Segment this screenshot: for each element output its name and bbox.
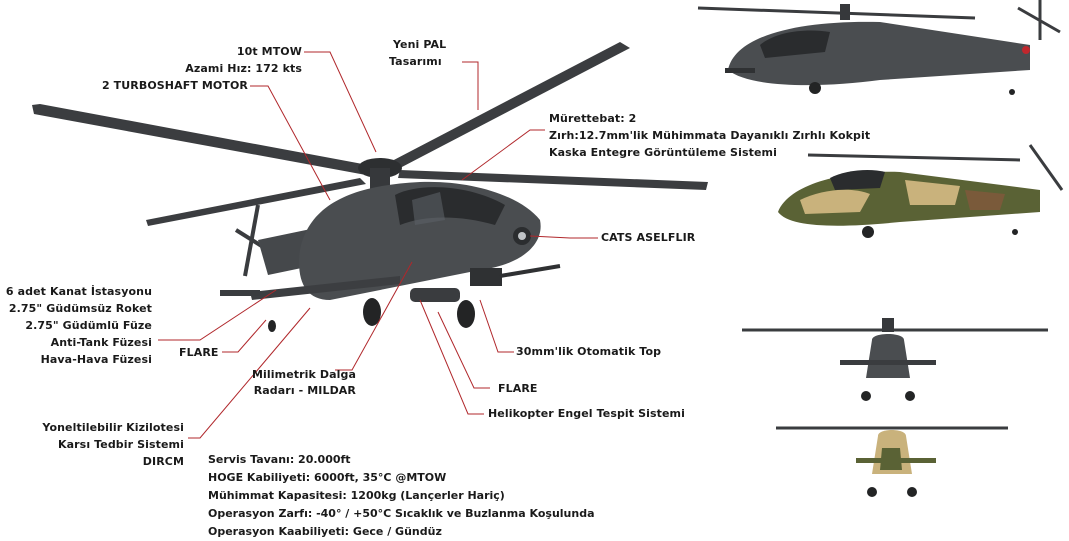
- main-wheel-left: [363, 298, 381, 326]
- rotor-blade-left: [32, 104, 368, 175]
- canopy-side-camo: [830, 170, 885, 190]
- wings-front-camo: [856, 458, 936, 463]
- leader-armor: [461, 129, 545, 181]
- label-wing-stations: 6 adet Kanat İstasyonu: [5, 285, 152, 298]
- leader-dircm: [188, 307, 311, 439]
- leader-engine: [250, 85, 331, 201]
- spec-list: Servis Tavanı: 20.000ft HOGE Kabiliyeti:…: [208, 451, 595, 541]
- camo-patch-brown: [965, 190, 1005, 210]
- mast-side-grey: [840, 4, 850, 20]
- label-radar-1: Milimetrik Dalga: [252, 368, 356, 381]
- spec-item: Operasyon Zarfı: -40° / +50°C Sıcaklık v…: [208, 507, 595, 520]
- gun-barrel: [499, 264, 561, 278]
- tail-wheel: [268, 320, 276, 332]
- label-dircm-2: Karsı Tedbir Sistemi: [58, 438, 184, 451]
- front-view-camo: [776, 426, 1008, 497]
- label-dircm-1: Yoneltilebilir Kizilotesi: [42, 421, 184, 434]
- wheel-side-camo: [862, 226, 874, 238]
- wingtip-launcher: [220, 290, 260, 296]
- label-antitank: Anti-Tank Füzesi: [50, 336, 152, 349]
- front-view-grey: [742, 318, 1048, 401]
- rotor-blade-top-right: [390, 42, 630, 168]
- leader-cats: [529, 235, 598, 239]
- wheel-front-camo-r: [907, 487, 917, 497]
- wings-front-grey: [840, 360, 936, 365]
- label-crew: Mürettebat: 2: [549, 112, 637, 125]
- leader-mtow: [304, 51, 377, 153]
- label-engine: 2 TURBOSHAFT MOTOR: [101, 79, 248, 92]
- rotor-side-grey: [697, 6, 976, 20]
- camo-patch-tan-2: [905, 180, 960, 205]
- main-wheel-right: [457, 300, 475, 328]
- label-blade-2: Tasarımı: [389, 55, 442, 68]
- rotor-blade-right: [398, 170, 708, 190]
- spec-item: Operasyon Kaabiliyeti: Gece / Gündüz: [208, 525, 442, 538]
- stub-wing: [250, 276, 400, 300]
- leader-flare-left: [222, 319, 267, 353]
- flir-lens: [518, 232, 526, 240]
- label-airtoair: Hava-Hava Füzesi: [40, 353, 152, 366]
- rotor-blade-lower-left: [146, 178, 366, 226]
- flag-emblem: [1022, 46, 1030, 54]
- wheel-front-camo-l: [867, 487, 877, 497]
- label-cats: CATS ASELFLIR: [601, 231, 696, 244]
- label-gun: 30mm'lik Otomatik Top: [516, 345, 662, 358]
- leader-wing: [158, 289, 277, 341]
- label-missile: 2.75" Güdümlü Füze: [25, 319, 152, 332]
- label-dircm-3: DIRCM: [142, 455, 184, 468]
- canopy-glass: [412, 192, 445, 225]
- gun-side-grey: [725, 68, 755, 73]
- leader-lines: [158, 51, 598, 439]
- wheel-front-grey-r: [905, 391, 915, 401]
- canopy-side-grey: [760, 30, 830, 58]
- label-radar-2: Radarı - MILDAR: [253, 384, 356, 397]
- leader-flare-bottom: [437, 311, 490, 389]
- side-view-grey: [697, 0, 1061, 95]
- spec-item: Mühimmat Kapasitesi: 1200kg (Lançerler H…: [208, 489, 505, 502]
- gun-turret: [470, 268, 502, 286]
- weapon-pod: [410, 288, 460, 302]
- camo-patch-tan: [800, 189, 870, 214]
- label-obstacle: Helikopter Engel Tespit Sistemi: [488, 407, 685, 420]
- tail-rotor-side-camo: [1028, 144, 1064, 191]
- tailwheel-side-camo: [1012, 229, 1018, 235]
- label-flare-left: FLARE: [179, 346, 219, 359]
- rotor-side-camo: [807, 153, 1021, 162]
- tailwheel-side-grey: [1009, 89, 1015, 95]
- leader-radar: [335, 261, 413, 371]
- leader-gun: [479, 299, 514, 353]
- label-armor: Zırh:12.7mm'lik Mühimmata Dayanıklı Zırh…: [549, 129, 871, 142]
- label-blade: Yeni PAL: [393, 38, 447, 51]
- label-mtow: 10t MTOW: [236, 45, 302, 58]
- label-rocket: 2.75" Güdümsüz Roket: [8, 302, 152, 315]
- wheel-front-grey-l: [861, 391, 871, 401]
- leader-blade: [462, 61, 479, 110]
- fuselage-front-grey: [866, 334, 910, 378]
- label-helmet: Kaska Entegre Görüntüleme Sistemi: [549, 146, 777, 159]
- spec-item: Servis Tavanı: 20.000ft: [208, 453, 351, 466]
- label-max-speed: Azami Hız: 172 kts: [185, 62, 302, 75]
- main-helicopter: [32, 42, 708, 332]
- label-flare-bottom: FLARE: [498, 382, 538, 395]
- leader-obstacle: [419, 299, 484, 415]
- wheel-side-grey: [809, 82, 821, 94]
- spec-item: HOGE Kabiliyeti: 6000ft, 35°C @MTOW: [208, 471, 447, 484]
- side-view-camo: [778, 144, 1064, 238]
- mast-front-grey: [882, 318, 894, 332]
